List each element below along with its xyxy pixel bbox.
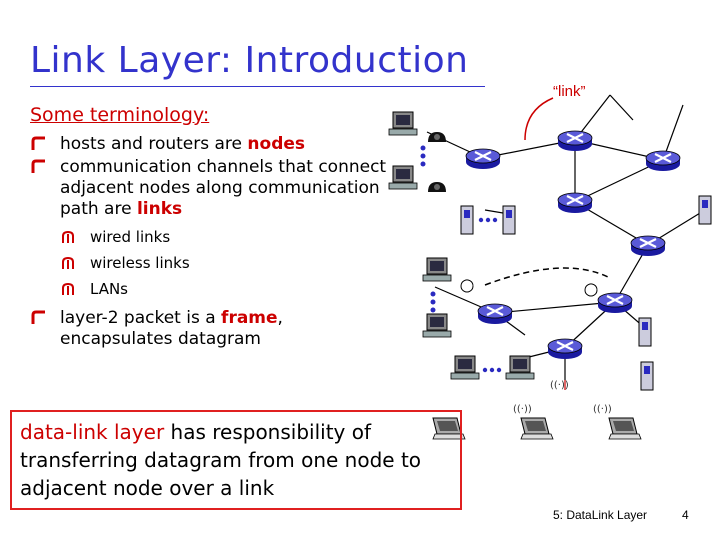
bullet-text-tail: , encapsulates datagram [60,308,283,349]
antenna-icon [584,283,598,297]
sub-bullet-marker-icon [62,256,74,269]
bullet-text: layer-2 packet is a [60,308,222,328]
host-pc-icon [450,355,480,380]
server-icon [640,361,654,391]
router-icon [464,147,502,171]
network-diagram: “link” [388,83,712,440]
bullet-item: hosts and routers are nodes [30,134,390,155]
router-icon [476,302,514,326]
sub-bullet-item: wireless links [30,250,390,276]
wireless-access-point-icon: ((·)) [513,404,532,415]
host-pc-icon [388,111,418,136]
page-number: 4 [682,508,689,522]
sub-bullet-text: wired links [90,228,171,246]
server-icon [698,195,712,225]
laptop-icon [520,417,554,440]
laptop-icon [608,417,642,440]
keyword-links: links [136,199,183,219]
link-label: “link” [553,83,586,100]
ellipsis-dots [420,145,426,167]
link-pointer [524,97,554,141]
keyword-nodes: nodes [247,134,306,154]
host-pc-icon [422,313,452,338]
sub-bullet-item: wired links [30,224,390,250]
host-pc-icon [505,355,535,380]
router-icon [556,191,594,215]
server-icon [638,317,652,347]
ellipsis-dots [482,367,502,373]
bullet-text: communication channels that connect adja… [60,157,387,219]
bullet-marker-icon [31,310,45,324]
host-pc-icon [388,165,418,190]
ellipsis-dots [430,291,436,313]
router-icon [644,149,682,173]
definition-box: data-link layer has responsibility of tr… [10,410,462,510]
keyword-frame: frame [221,308,278,328]
server-icon [502,205,516,235]
router-icon [556,129,594,153]
router-icon [546,337,584,361]
host-pc-icon [422,257,452,282]
router-icon [629,234,667,258]
keyword-data-link-layer: data-link layer [20,420,165,444]
sub-bullet-list: wired links wireless links LANs [30,224,390,302]
page-title: Link Layer: Introduction [30,40,469,81]
footer-course: 5: DataLink Layer [553,508,648,522]
ellipsis-dots [478,217,498,223]
bullet-marker-icon [31,136,45,150]
sub-bullet-text: LANs [90,280,128,298]
sub-bullet-item: LANs [30,276,390,302]
bullet-item: communication channels that connect adja… [30,157,390,220]
sub-bullet-marker-icon [62,282,74,295]
bullet-item: layer-2 packet is a frame, encapsulates … [30,308,390,350]
sub-bullet-marker-icon [62,230,74,243]
wireless-link [484,267,611,286]
router-icon [596,291,634,315]
sub-bullet-text: wireless links [90,254,190,272]
wireless-access-point-icon: ((·)) [550,380,569,391]
subtitle: Some terminology: [30,104,210,126]
phone-icon [428,182,446,192]
definition-text: has responsibility of transferring datag… [20,420,422,500]
server-icon [460,205,474,235]
title-underline [30,86,485,87]
antenna-icon [460,279,474,293]
wireless-access-point-icon: ((·)) [593,404,612,415]
bullet-marker-icon [31,159,45,173]
bullet-text: hosts and routers are [60,134,248,154]
bullet-list: hosts and routers are nodes communicatio… [30,134,390,352]
